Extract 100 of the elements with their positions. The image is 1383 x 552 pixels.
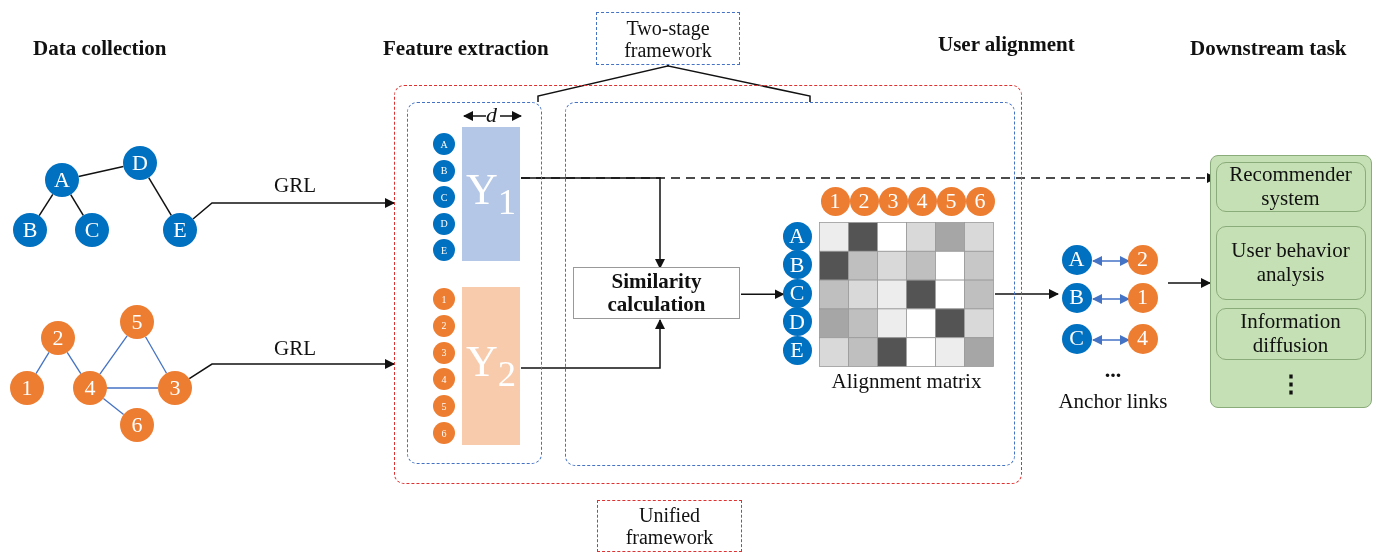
network-link	[144, 336, 168, 374]
user-node	[120, 408, 154, 442]
task-box	[1215, 225, 1366, 300]
user-node	[1127, 323, 1158, 354]
network-link	[147, 176, 173, 217]
user-node	[73, 371, 107, 405]
user-node	[936, 186, 966, 216]
ellipsis-mark: ⋮	[1278, 370, 1304, 397]
node-letter: B	[440, 165, 448, 176]
section-heading: Downstream task	[1190, 36, 1347, 61]
node-letter: C	[84, 217, 100, 243]
node-letter: 6	[974, 188, 986, 214]
node-letter: 2	[1137, 247, 1148, 272]
arrow	[192, 198, 395, 220]
user-node	[10, 371, 44, 405]
user-node	[1061, 323, 1092, 354]
framework-tag	[597, 500, 742, 552]
node-label: Y$_{1}$	[465, 165, 517, 223]
user-node	[433, 395, 455, 418]
user-node	[1061, 244, 1092, 275]
task-panel	[1210, 155, 1372, 408]
node-letter: B	[789, 252, 805, 277]
framework-tag	[596, 12, 740, 65]
node-letter: 2	[52, 325, 64, 351]
node-letter: 6	[131, 412, 143, 438]
node-letter: 5	[131, 309, 143, 335]
node-letter: C	[789, 281, 805, 306]
node-label: Two-stage framework	[623, 16, 713, 61]
node-label: User behavior analysis	[1230, 239, 1351, 286]
user-node	[433, 133, 455, 155]
node-letter: C	[1069, 326, 1084, 351]
node-letter: 4	[441, 373, 447, 385]
node-letter: 1	[1137, 285, 1148, 310]
node-letter: 4	[916, 188, 928, 214]
node-letter: A	[1068, 247, 1085, 272]
node-letter: A	[440, 138, 448, 150]
section-heading: User alignment	[938, 32, 1075, 57]
network-link	[99, 335, 128, 375]
user-node	[120, 305, 154, 339]
matrix-caption: Alignment matrix	[830, 370, 983, 394]
node-letter: 2	[441, 320, 447, 332]
node-letter: A	[54, 167, 70, 193]
group-caption: Anchor links	[1058, 390, 1168, 414]
node-letter: A	[789, 223, 805, 249]
node-letter: 1	[441, 293, 447, 305]
network-link	[102, 397, 125, 416]
node-letter: 3	[887, 188, 899, 214]
leader-line	[537, 64, 669, 103]
ellipsis-mark: ...	[1103, 358, 1123, 383]
node-letter: 4	[84, 375, 96, 401]
user-node	[782, 221, 812, 251]
node-letter: D	[440, 218, 448, 229]
user-node	[782, 278, 812, 308]
user-node	[123, 146, 157, 180]
leader-line	[667, 64, 811, 103]
task-box	[1215, 307, 1366, 360]
user-node	[782, 335, 812, 365]
anchor-link	[1092, 335, 1130, 345]
node-label: Unified framework	[624, 504, 715, 548]
section-heading: Feature extraction	[383, 36, 549, 61]
node-label: Recommender system	[1228, 163, 1353, 210]
task-box	[1215, 161, 1366, 212]
user-node	[433, 368, 455, 391]
node-letter: D	[789, 309, 805, 334]
network-link	[106, 387, 159, 389]
user-node	[433, 422, 455, 444]
node-letter: E	[790, 338, 804, 363]
user-node	[13, 213, 47, 247]
anchor-link	[1092, 256, 1130, 266]
user-node	[782, 250, 812, 280]
network-link	[77, 165, 125, 178]
embedding-block	[462, 127, 520, 261]
arrow	[1167, 278, 1211, 288]
arrow	[188, 359, 395, 380]
anchor-link	[1092, 294, 1130, 304]
arrow	[740, 289, 785, 300]
node-letter: 3	[441, 347, 447, 359]
node-letter: 1	[21, 375, 33, 401]
user-node	[433, 212, 455, 235]
arrow	[520, 319, 665, 369]
node-letter: C	[440, 191, 448, 203]
user-node	[1127, 244, 1158, 275]
user-node	[849, 186, 879, 216]
node-letter: 1	[829, 188, 841, 214]
user-node	[820, 186, 850, 216]
user-node	[433, 186, 455, 208]
user-node	[433, 159, 455, 182]
user-node	[433, 288, 455, 310]
node-letter: 4	[1137, 326, 1148, 351]
dashed-frame	[564, 101, 1015, 466]
dimension-label: d	[486, 102, 497, 128]
node-label: Y$_{2}$	[465, 337, 517, 395]
user-node	[158, 371, 192, 405]
user-node	[782, 307, 812, 337]
node-label: Similarity calculation	[606, 269, 707, 317]
node-letter: 5	[441, 400, 447, 412]
network-link	[35, 351, 50, 375]
user-node	[433, 341, 455, 364]
user-node	[433, 314, 455, 337]
user-node	[1127, 282, 1158, 313]
